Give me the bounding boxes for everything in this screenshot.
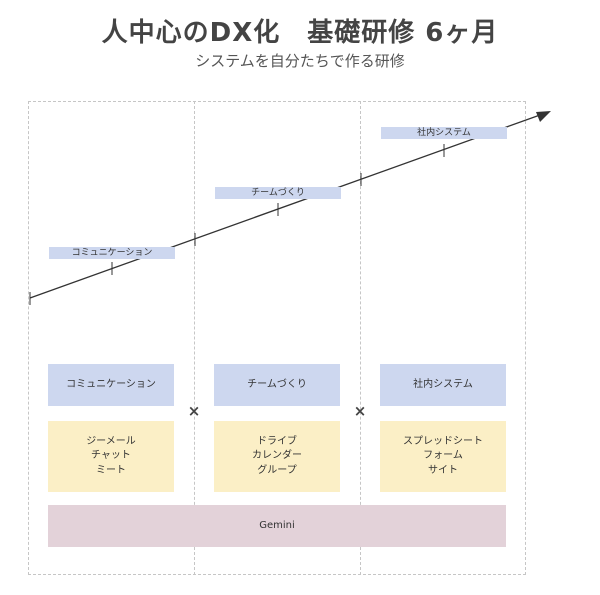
times-icon: × <box>187 402 201 420</box>
theme-box-communication: コミュニケーション <box>48 364 174 406</box>
diagram-frame <box>28 101 526 575</box>
column-divider-2 <box>360 101 361 575</box>
theme-box-teambuilding: チームづくり <box>214 364 340 406</box>
timeline-label-internal-system: 社内システム <box>381 127 507 139</box>
page-title: 人中心のDX化 基礎研修 6ヶ月 <box>101 18 499 48</box>
timeline-label-communication: コミュニケーション <box>49 247 175 259</box>
tools-box-teambuilding: ドライブ カレンダー グループ <box>214 421 340 492</box>
theme-box-internal-system: 社内システム <box>380 364 506 406</box>
gemini-base-bar: Gemini <box>48 505 506 547</box>
arrowhead-icon <box>536 111 551 122</box>
tools-box-internal-system: スプレッドシート フォーム サイト <box>380 421 506 492</box>
times-icon: × <box>353 402 367 420</box>
page-subtitle: システムを自分たちで作る研修 <box>195 52 405 70</box>
column-divider-1 <box>194 101 195 575</box>
growth-arrow-line <box>29 114 541 299</box>
timeline-label-teambuilding: チームづくり <box>215 187 341 199</box>
tools-box-communication: ジーメール チャット ミート <box>48 421 174 492</box>
